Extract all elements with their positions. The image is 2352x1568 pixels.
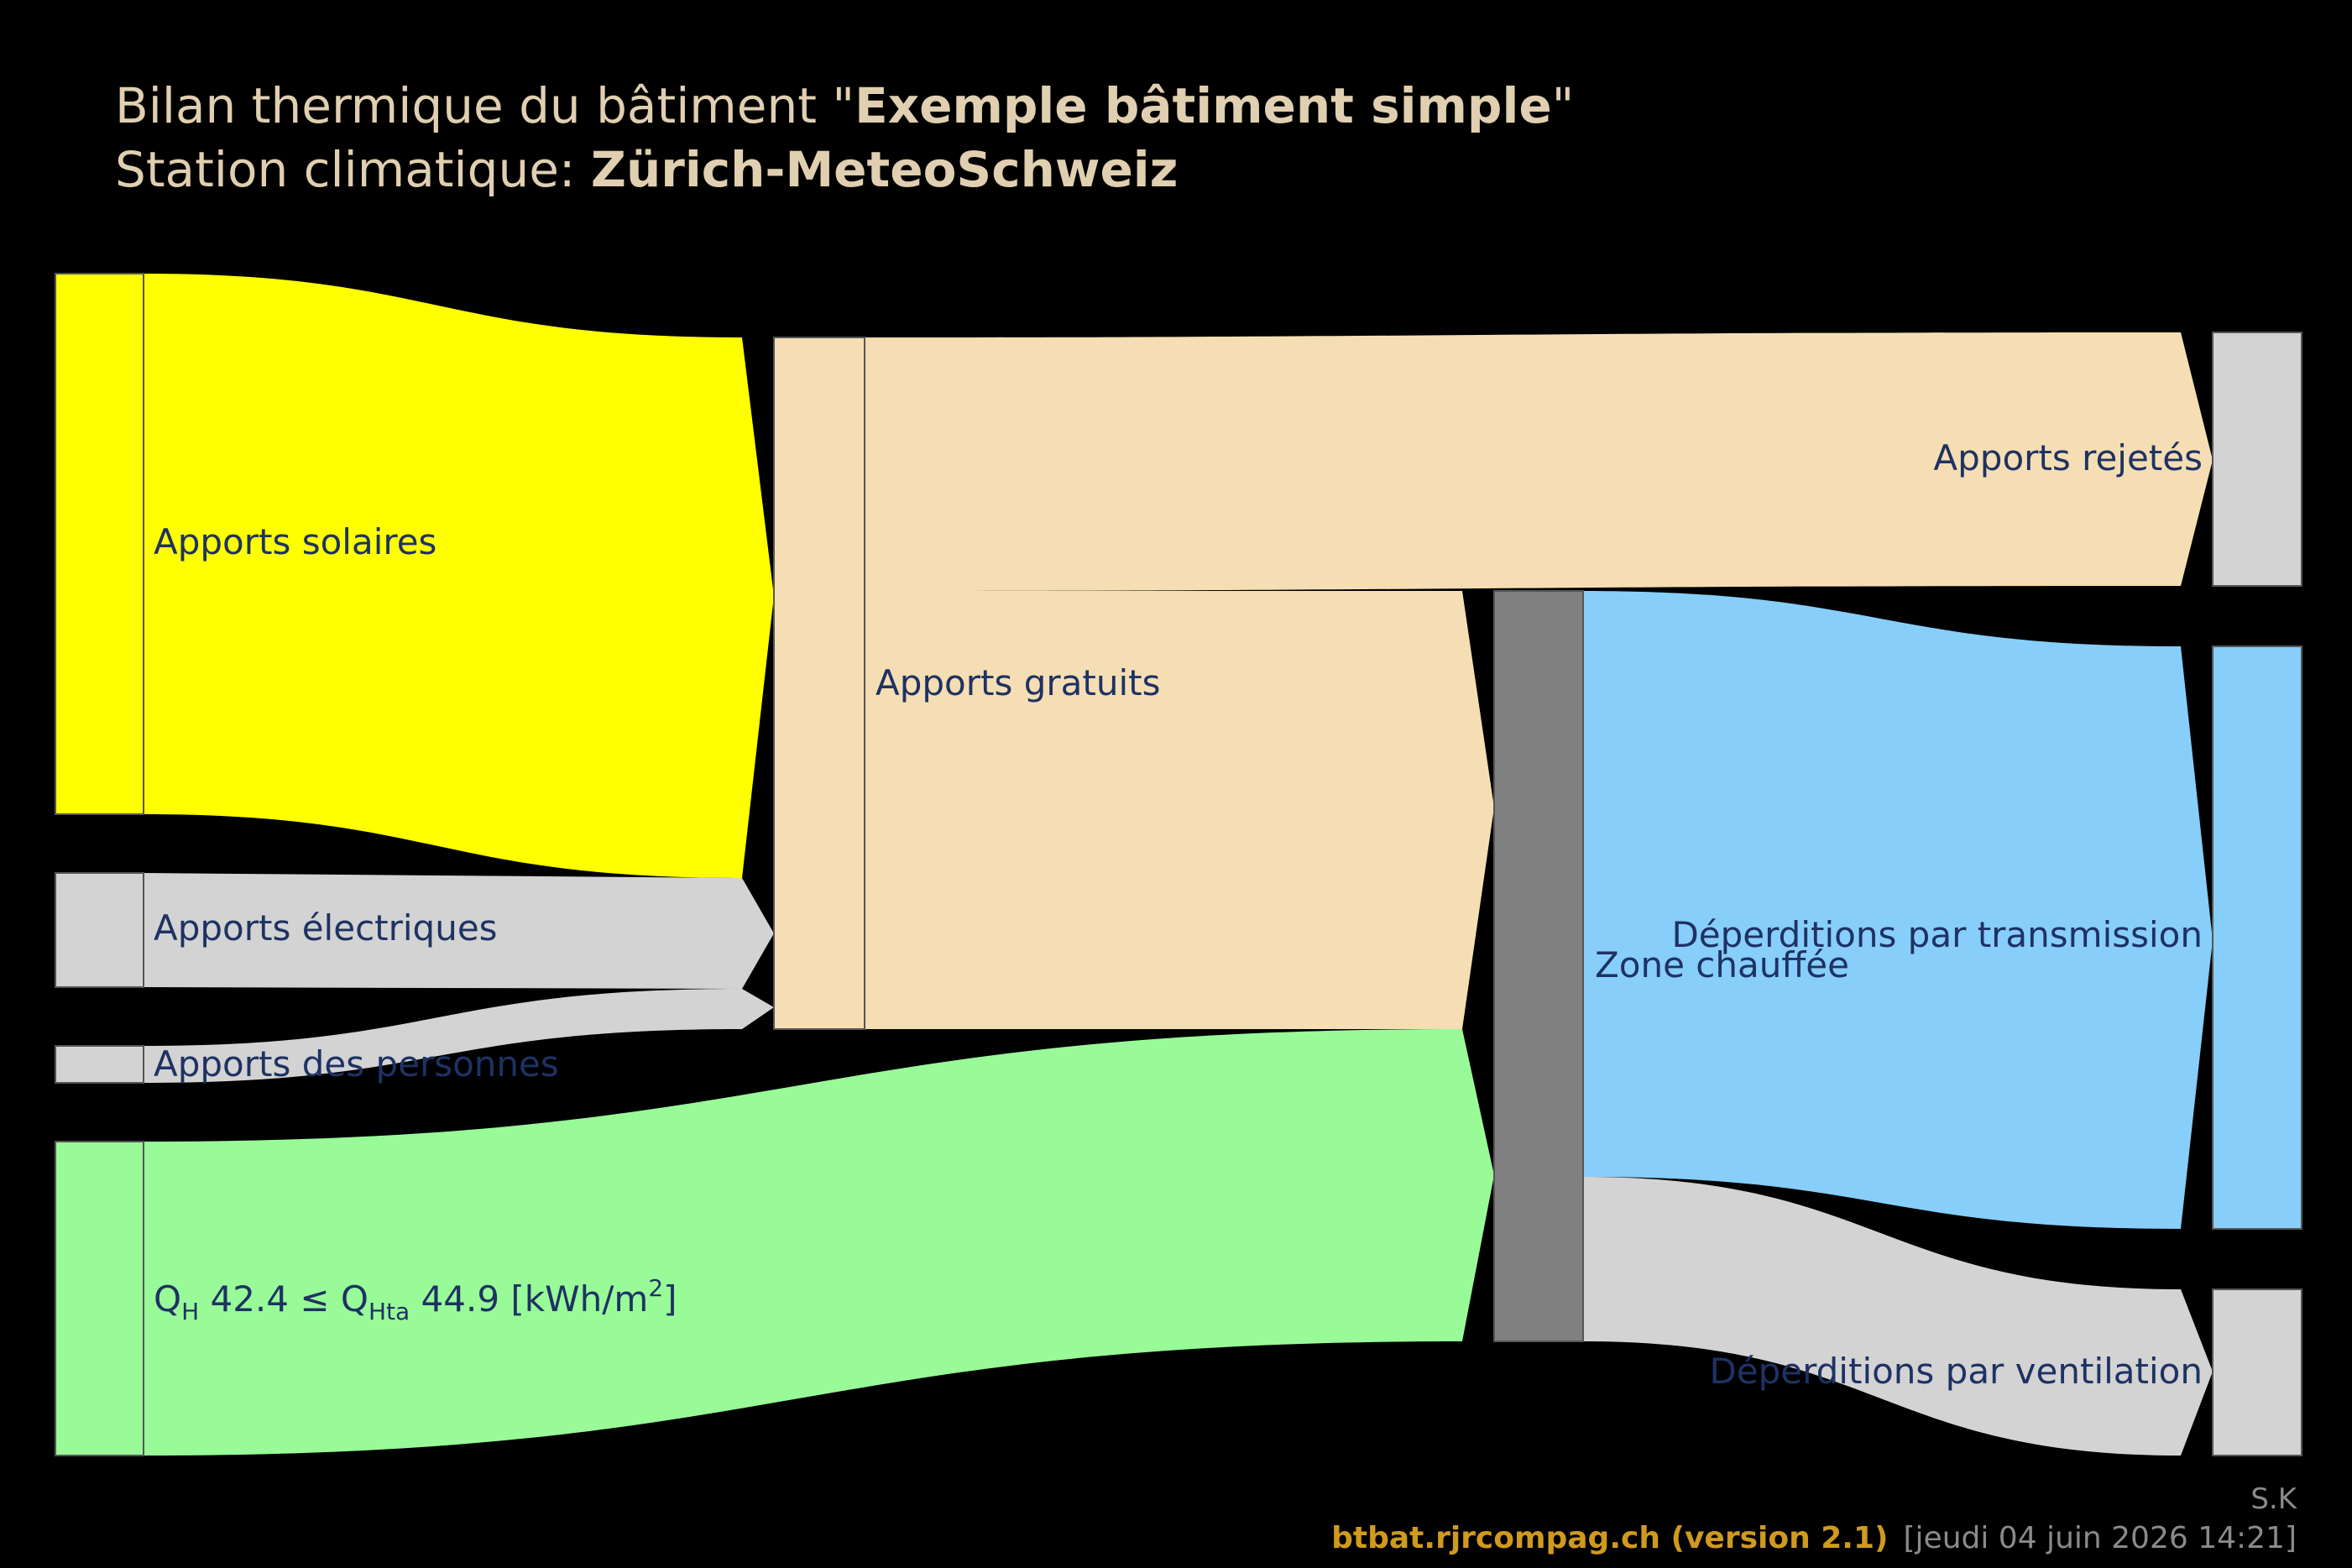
building-name: Exemple bâtiment simple [855, 77, 1552, 134]
flow-transmission [1583, 591, 2213, 1229]
label-solar: Apports solaires [154, 521, 436, 562]
label-free-gains: Apports gratuits [875, 662, 1161, 703]
heating-q2: Q [341, 1278, 368, 1320]
heating-space5 [499, 1278, 510, 1320]
heating-unit-suffix: ] [663, 1278, 677, 1320]
label-transmission: Déperditions par transmission [1671, 914, 2203, 955]
heating-space3 [330, 1278, 341, 1320]
node-free-gains [773, 337, 865, 1030]
title-line-2: Station climatique: Zürich-MeteoSchweiz [115, 141, 1178, 198]
label-zone: Zone chauffée [1595, 944, 1849, 985]
node-electric [55, 872, 144, 988]
flow-rejected [865, 332, 2213, 591]
site-link[interactable]: btbat.rjrcompag.ch (version 2.1) [1331, 1521, 1889, 1555]
heating-sub1: H [181, 1298, 199, 1325]
station-prefix: Station climatique: [115, 141, 591, 198]
heating-q1: Q [154, 1278, 181, 1320]
flow-ventilation [1583, 1177, 2213, 1456]
heating-unit-power: 2 [648, 1274, 663, 1302]
flow-free-to-zone [865, 591, 1494, 1029]
node-heating [55, 1141, 144, 1456]
heating-space2 [289, 1278, 300, 1320]
heating-space1 [199, 1278, 210, 1320]
title-prefix: Bilan thermique du bâtiment " [115, 77, 855, 134]
node-rejected [2212, 332, 2302, 587]
label-rejected: Apports rejetés [1933, 437, 2203, 478]
title-suffix: " [1551, 77, 1575, 134]
heating-value1: 42.4 [210, 1278, 289, 1320]
node-transmission [2212, 645, 2302, 1230]
heating-value2: 44.9 [421, 1278, 500, 1320]
flow-solar [144, 274, 774, 878]
label-electric: Apports électriques [154, 907, 498, 949]
node-persons [55, 1045, 144, 1084]
footer-line: btbat.rjrcompag.ch (version 2.1) [jeudi 0… [1331, 1521, 2297, 1555]
heating-sym: ≤ [300, 1278, 329, 1320]
label-ventilation: Déperditions par ventilation [1709, 1351, 2203, 1392]
flow-heating [144, 1029, 1494, 1456]
node-zone [1493, 590, 1584, 1342]
author-initials: S.K [2250, 1482, 2297, 1516]
node-ventilation [2212, 1288, 2302, 1456]
heating-unit-prefix: [kWh/m [510, 1278, 648, 1320]
label-heating: QH 42.4 ≤ QHta 44.9 [kWh/m2] [154, 1274, 677, 1325]
station-name: Zürich-MeteoSchweiz [590, 141, 1179, 198]
title-line-1: Bilan thermique du bâtiment "Exemple bât… [115, 77, 1574, 134]
node-solar [55, 273, 144, 815]
label-persons: Apports des personnes [154, 1043, 559, 1085]
heating-sub2: Hta [368, 1298, 410, 1325]
flow-electric [144, 873, 774, 989]
heating-space4 [410, 1278, 421, 1320]
flow-persons [144, 989, 774, 1083]
timestamp: [jeudi 04 juin 2026 14:21] [1903, 1521, 2297, 1555]
